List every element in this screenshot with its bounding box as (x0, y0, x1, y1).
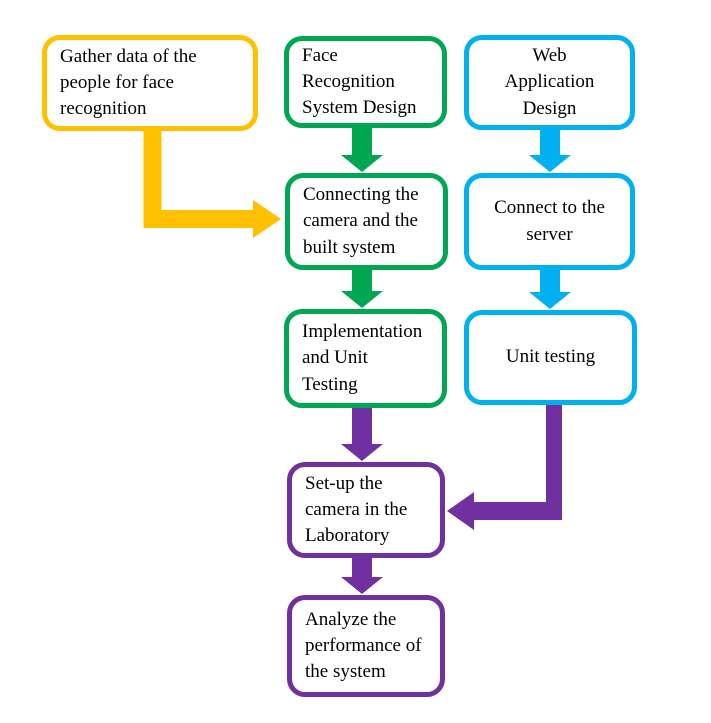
node-implementation-testing: Implementation and Unit Testing (284, 309, 447, 408)
arrow-connecting-camera-to-implementation (341, 270, 383, 308)
node-gather-data-label: Gather data of the people for face recog… (60, 45, 197, 120)
node-connecting-camera: Connecting the camera and the built syst… (285, 173, 448, 270)
arrow-gather-data-to-connecting-camera (143, 131, 281, 238)
node-unit-testing-label: Unit testing (505, 346, 596, 368)
arrow-implementation-to-setup-camera (341, 408, 383, 461)
node-implementation-testing-label: Implementation and Unit Testing (302, 321, 423, 395)
node-web-application-design: Web Application Design (464, 35, 635, 130)
node-connecting-camera-label: Connecting the camera and the built syst… (303, 184, 419, 258)
node-unit-testing: Unit testing (464, 310, 637, 405)
node-gather-data: Gather data of the people for face recog… (42, 35, 258, 131)
node-connect-server: Connect to the server (464, 173, 635, 270)
node-setup-camera-label: Set-up the camera in the Laboratory (305, 472, 408, 547)
arrow-setup-camera-to-analyze (341, 558, 383, 594)
arrow-face-design-to-connecting-camera (341, 128, 383, 172)
arrow-web-design-to-connect-server (529, 130, 571, 172)
arrow-unit-testing-to-setup-camera (447, 405, 562, 530)
node-face-recognition-design: Face Recognition System Design (284, 36, 447, 128)
node-analyze-performance: Analyze the performance of the system (287, 595, 445, 697)
node-face-recognition-design-label: Face Recognition System Design (302, 44, 417, 119)
arrow-connect-server-to-unit-testing (529, 270, 571, 309)
node-setup-camera: Set-up the camera in the Laboratory (287, 462, 445, 558)
node-connect-server-label: Connect to the server (494, 197, 605, 245)
node-analyze-performance-label: Analyze the performance of the system (305, 608, 422, 683)
node-web-application-design-label: Web Application Design (504, 45, 595, 119)
